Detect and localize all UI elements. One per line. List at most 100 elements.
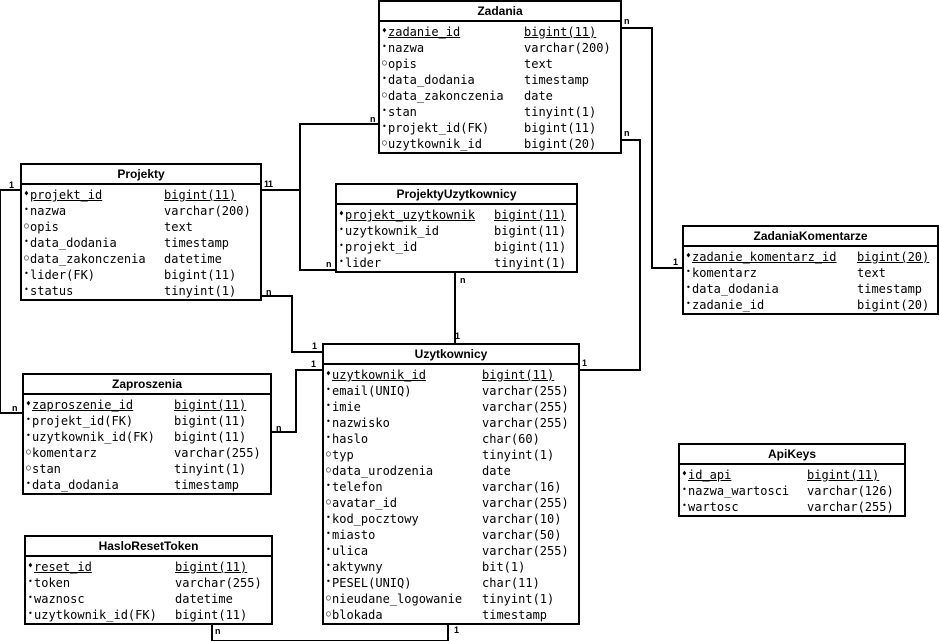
- required-icon: •: [686, 299, 691, 308]
- nullable-icon: ○: [26, 463, 31, 472]
- field-type: varchar(200): [524, 41, 611, 55]
- field-type: char(11): [482, 576, 540, 590]
- field-type: varchar(255): [482, 400, 569, 414]
- field-type: date: [524, 89, 553, 103]
- field-name: status: [30, 284, 74, 298]
- field-name: opis: [30, 220, 59, 234]
- field-name: nazwa: [30, 204, 67, 218]
- cardinality-one: 1: [312, 341, 318, 351]
- required-icon: •: [28, 609, 33, 618]
- field-type: bigint(20): [857, 298, 930, 312]
- nullable-icon: ○: [26, 447, 31, 456]
- field-name: token: [34, 576, 71, 590]
- nullable-icon: ○: [326, 593, 331, 602]
- field-name: reset_id: [34, 560, 92, 574]
- field-name: projekt_uzytkownik: [345, 208, 476, 222]
- table-title: HasloResetToken: [26, 537, 271, 557]
- field-name: data_urodzenia: [332, 464, 434, 478]
- field-row: •waznosc datetime: [26, 591, 271, 607]
- link-projekty-zaproszenia: [0, 189, 22, 414]
- field-name: nazwisko: [332, 416, 390, 430]
- nullable-icon: ○: [382, 90, 387, 99]
- required-icon: •: [382, 74, 387, 83]
- field-name: ulica: [332, 544, 369, 558]
- required-icon: •: [326, 481, 331, 490]
- field-row: •lider(FK)bigint(11): [22, 267, 260, 283]
- field-type: bigint(11): [175, 608, 248, 622]
- field-type: bigint(11): [494, 240, 567, 254]
- cardinality-one: 1: [268, 179, 274, 189]
- primary-key-row: ♦projekt_uzytkownik bigint(11): [337, 207, 576, 223]
- table-title: ProjektyUzytkownicy: [337, 185, 576, 205]
- field-row: •uzytkownik_id(FK) bigint(11): [26, 607, 271, 623]
- field-type: timestamp: [482, 608, 548, 622]
- field-name: imie: [332, 400, 361, 414]
- cardinality-many: n: [266, 287, 272, 297]
- field-row: •email(UNIQ)varchar(255): [324, 383, 578, 399]
- required-icon: •: [686, 267, 691, 276]
- field-type: bigint(11): [174, 398, 247, 412]
- field-name: uzytkownik_id: [388, 137, 482, 151]
- required-icon: •: [28, 577, 33, 586]
- cardinality-one: 1: [455, 331, 461, 341]
- field-name: uzytkownik_id(FK): [34, 608, 157, 622]
- field-type: text: [164, 220, 193, 234]
- table-title: Zadania: [380, 2, 620, 22]
- field-type: tinyint(1): [164, 284, 237, 298]
- key-icon: ♦: [24, 189, 29, 198]
- required-icon: •: [326, 401, 331, 410]
- field-name: projekt_id: [345, 240, 418, 254]
- required-icon: •: [326, 433, 331, 442]
- cardinality-many: n: [12, 403, 18, 413]
- table-title: ApiKeys: [680, 445, 904, 465]
- cardinality-many: n: [624, 16, 630, 26]
- required-icon: •: [682, 501, 687, 510]
- field-type: datetime: [175, 592, 233, 606]
- cardinality-one: 1: [311, 359, 317, 369]
- required-icon: •: [682, 485, 687, 494]
- field-name: lider: [345, 256, 382, 270]
- field-name: waznosc: [34, 592, 85, 606]
- field-type: datetime: [164, 252, 222, 266]
- link-zadania-uzytkownicy: [580, 139, 641, 371]
- cardinality-one: 1: [454, 625, 460, 635]
- cardinality-many: n: [370, 114, 376, 124]
- key-icon: ♦: [339, 209, 344, 218]
- key-icon: ♦: [686, 251, 691, 260]
- field-type: bigint(11): [494, 208, 567, 222]
- field-type: bigint(11): [164, 268, 237, 282]
- field-type: tinyint(1): [482, 448, 555, 462]
- field-name: zadanie_komentarz_id: [692, 250, 837, 264]
- field-type: bigint(11): [174, 414, 247, 428]
- field-type: varchar(200): [164, 204, 251, 218]
- field-name: uzytkownik_id(FK): [32, 430, 155, 444]
- field-type: timestamp: [174, 478, 240, 492]
- table-title: Zaproszenia: [24, 375, 270, 395]
- field-type: varchar(255): [807, 500, 894, 514]
- required-icon: •: [326, 561, 331, 570]
- field-type: bigint(11): [175, 560, 248, 574]
- field-type: varchar(10): [482, 512, 562, 526]
- field-name: data_dodania: [32, 478, 119, 492]
- required-icon: •: [28, 593, 33, 602]
- field-name: data_dodania: [388, 73, 475, 87]
- cardinality-many: n: [215, 626, 221, 636]
